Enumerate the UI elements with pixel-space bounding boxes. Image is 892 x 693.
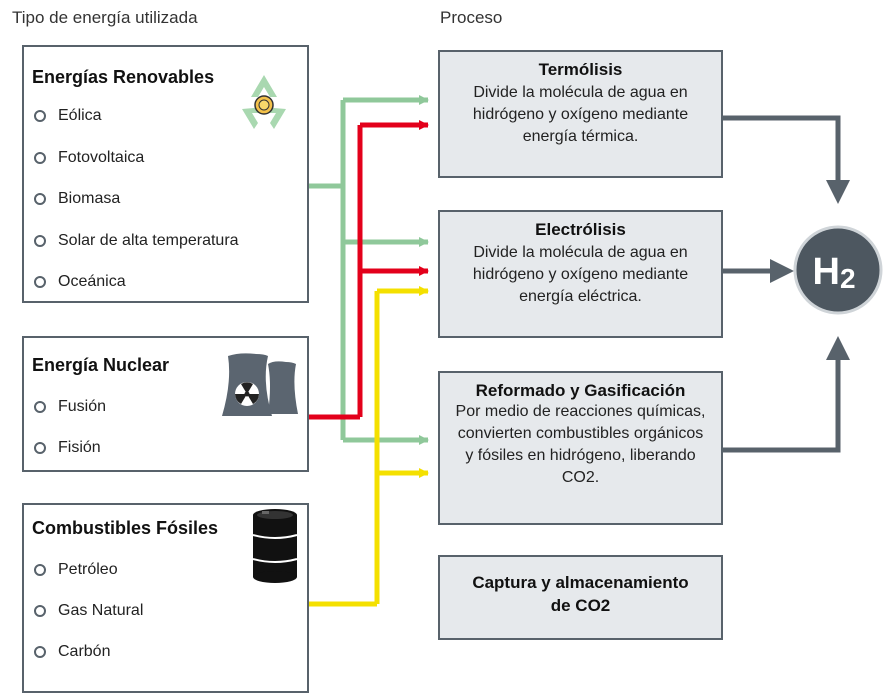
renewables-item: Oceánica	[34, 273, 126, 291]
process-header: Proceso	[440, 8, 503, 27]
thermolysis-title: Termólisis	[538, 60, 623, 79]
fossil-item: Petróleo	[34, 561, 118, 579]
sources-header: Tipo de energía utilizada	[12, 8, 198, 27]
electrolysis-title: Electrólisis	[535, 220, 626, 239]
capture-box: Captura y almacenamiento de CO2	[438, 555, 723, 640]
nuclear-plant-icon	[222, 353, 298, 416]
nuclear-box: Energía Nuclear Fusión Fisión	[22, 336, 309, 472]
reforming-to-h2-line	[723, 360, 841, 453]
h2-output-icon: H2	[793, 225, 883, 315]
nuclear-title: Energía Nuclear	[32, 355, 170, 375]
renewables-item: Fotovoltaica	[34, 149, 144, 167]
renewables-flow-lines	[308, 95, 429, 445]
arrowhead-up	[826, 336, 850, 360]
nuclear-flow-lines	[308, 120, 429, 420]
bullet-icon	[34, 646, 46, 658]
bullet-icon	[34, 401, 46, 413]
nuclear-item: Fusión	[34, 398, 106, 416]
bullet-icon	[34, 193, 46, 205]
bullet-icon	[34, 110, 46, 122]
electrolysis-box: Electrólisis Divide la molécula de agua …	[438, 210, 723, 338]
flow-lines	[308, 95, 850, 607]
renewables-title: Energías Renovables	[32, 67, 215, 87]
fossil-item: Gas Natural	[34, 602, 143, 620]
bullet-icon	[34, 442, 46, 454]
fossil-title: Combustibles Fósiles	[32, 518, 219, 538]
bullet-icon	[34, 276, 46, 288]
renewables-item: Biomasa	[34, 190, 120, 208]
arrowhead-right	[770, 259, 794, 283]
nuclear-item: Fisión	[34, 439, 101, 457]
bullet-icon	[34, 564, 46, 576]
bullet-icon	[34, 235, 46, 247]
fossil-flow-lines	[308, 286, 429, 607]
bullet-icon	[34, 605, 46, 617]
electrolysis-description: Divide la molécula de agua en hidrógeno …	[472, 244, 689, 305]
thermolysis-box: Termólisis Divide la molécula de agua en…	[438, 50, 723, 178]
output-arrowheads	[770, 180, 850, 360]
svg-text:H2: H2	[812, 251, 855, 294]
renewables-box: Energías Renovables Eólica Fotovoltaica …	[22, 45, 309, 303]
capture-title: Captura y almacenamiento de CO2	[472, 573, 689, 615]
fossil-item: Carbón	[34, 643, 110, 661]
recycle-icon	[242, 75, 286, 129]
reforming-box: Reformado y Gasificación Por medio de re…	[438, 371, 723, 525]
oil-barrel-icon	[252, 509, 298, 583]
renewables-item: Solar de alta temperatura	[34, 232, 239, 250]
reforming-description: Por medio de reacciones químicas, convie…	[455, 403, 706, 486]
renewables-item: Eólica	[34, 107, 102, 125]
fossil-box: Combustibles Fósiles Petróleo Gas Natura…	[22, 503, 309, 693]
bullet-icon	[34, 152, 46, 164]
thermolysis-description: Divide la molécula de agua en hidrógeno …	[472, 84, 689, 145]
arrowhead-down	[826, 180, 850, 204]
output-flow-lines	[723, 115, 841, 453]
reforming-title: Reformado y Gasificación	[475, 381, 686, 400]
thermolysis-to-h2-line	[723, 115, 841, 180]
